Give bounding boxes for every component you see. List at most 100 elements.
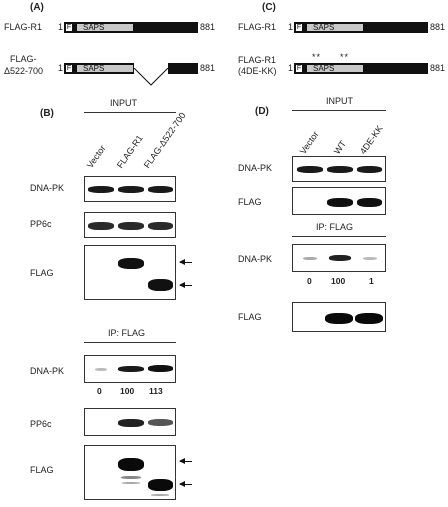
construct-end: 881 — [430, 22, 446, 32]
blot-input-flag — [84, 245, 176, 300]
band — [148, 279, 173, 291]
band — [357, 166, 382, 173]
band — [357, 198, 382, 207]
construct-name-delta-line1: FLAG- — [10, 54, 37, 64]
quant-value: 100 — [331, 276, 346, 286]
row-label-ip-pp6c: PP6c — [30, 419, 52, 429]
input-header-line — [84, 112, 176, 113]
blot-ip-pp6c — [84, 408, 176, 436]
band — [118, 258, 144, 269]
band — [148, 479, 173, 491]
band — [329, 255, 351, 261]
ip-header: IP: FLAG — [108, 328, 146, 338]
band — [88, 222, 114, 230]
band — [325, 313, 353, 324]
construct-name-mut-line1: FLAG-R1 — [238, 55, 277, 65]
arrow-icon — [179, 282, 192, 288]
arrow-icon — [179, 481, 192, 487]
row-label-ip-dna-pk: DNA-PK — [238, 254, 273, 264]
blot-input-pp6c — [84, 212, 176, 238]
saps-domain: SAPS — [306, 64, 364, 73]
construct-diagram-delta: F SAPS — [64, 63, 198, 89]
lane-label: Vector — [297, 129, 321, 156]
blot-ip-dna-pk — [84, 355, 176, 383]
panel-d-label: (D) — [255, 106, 269, 117]
band — [118, 419, 144, 427]
input-header: INPUT — [110, 98, 137, 108]
blot-ip-flag — [292, 302, 386, 332]
construct-start: 1 — [288, 22, 294, 32]
flag-tag-box: F — [295, 23, 303, 32]
flag-tag-box: F — [65, 64, 73, 73]
blot-ip-flag — [84, 445, 176, 500]
band — [151, 494, 169, 496]
band — [148, 365, 173, 372]
saps-domain: SAPS — [306, 23, 364, 32]
input-header: INPUT — [326, 96, 353, 106]
quant-value: 0 — [97, 386, 102, 396]
construct-diagram-flag-r1: F SAPS — [64, 22, 198, 33]
quant-value: 0 — [307, 276, 312, 286]
row-label-ip-flag: FLAG — [238, 312, 262, 322]
row-label-dna-pk: DNA-PK — [238, 163, 273, 173]
construct-end: 881 — [200, 22, 216, 32]
construct-start: 1 — [58, 63, 64, 73]
band — [95, 368, 107, 371]
construct-name-mut-line2: (4DE-KK) — [238, 66, 277, 76]
construct-name-flag-r1: FLAG-R1 — [238, 22, 277, 32]
ip-header-line — [84, 342, 176, 343]
construct-name-delta-line2: Δ522-700 — [4, 66, 44, 76]
construct-end: 881 — [430, 63, 446, 73]
arrow-icon — [179, 458, 192, 464]
band — [303, 257, 317, 260]
panel-c-label: (C) — [262, 2, 276, 13]
lane-label: WT — [331, 138, 349, 156]
mutation-asterisks-left: ** — [312, 52, 322, 62]
band — [121, 476, 141, 479]
construct-end: 881 — [200, 63, 216, 73]
band — [88, 186, 114, 193]
quant-value: 113 — [149, 386, 163, 396]
lane-label: Vector — [84, 143, 108, 170]
band — [122, 482, 140, 484]
lane-label: FLAG-R1 — [114, 133, 145, 170]
blot-ip-dna-pk — [292, 244, 386, 272]
flag-tag-box: F — [65, 23, 73, 32]
construct-name-flag-r1: FLAG-R1 — [4, 22, 43, 32]
ip-header-line — [292, 236, 386, 237]
quant-value: 1 — [369, 276, 374, 286]
blot-input-flag — [292, 187, 386, 215]
flag-tag-box: F — [295, 64, 303, 73]
deletion-gap-line — [134, 68, 168, 86]
row-label-ip-dna-pk: DNA-PK — [30, 366, 65, 376]
band — [355, 313, 383, 324]
band — [148, 186, 173, 193]
band — [118, 222, 144, 230]
band — [118, 186, 144, 193]
quant-value: 100 — [120, 386, 135, 396]
ip-header: IP: FLAG — [316, 222, 354, 232]
row-label-flag: FLAG — [238, 197, 262, 207]
band — [148, 419, 173, 426]
blot-input-dna-pk — [292, 156, 386, 182]
band — [327, 166, 353, 173]
arrow-icon — [179, 259, 192, 265]
construct-start: 1 — [288, 63, 294, 73]
lane-label: 4DE-KK — [357, 123, 385, 156]
mutation-asterisks-right: ** — [340, 52, 350, 62]
lane-label: FLAG-Δ522-700 — [141, 110, 188, 170]
panel-a-label: (A) — [30, 2, 44, 13]
input-header-line — [292, 110, 386, 111]
band — [118, 458, 144, 471]
saps-domain: SAPS — [76, 64, 134, 73]
row-label-pp6c: PP6c — [30, 219, 52, 229]
band — [363, 257, 377, 260]
row-label-dna-pk: DNA-PK — [30, 183, 65, 193]
protein-bar-c-term — [168, 63, 198, 74]
band — [297, 166, 323, 173]
saps-domain: SAPS — [76, 23, 134, 32]
band — [148, 222, 173, 230]
construct-diagram-flag-r1-c: F SAPS — [294, 22, 428, 33]
panel-b-label: (B) — [40, 108, 54, 119]
band — [118, 366, 144, 372]
